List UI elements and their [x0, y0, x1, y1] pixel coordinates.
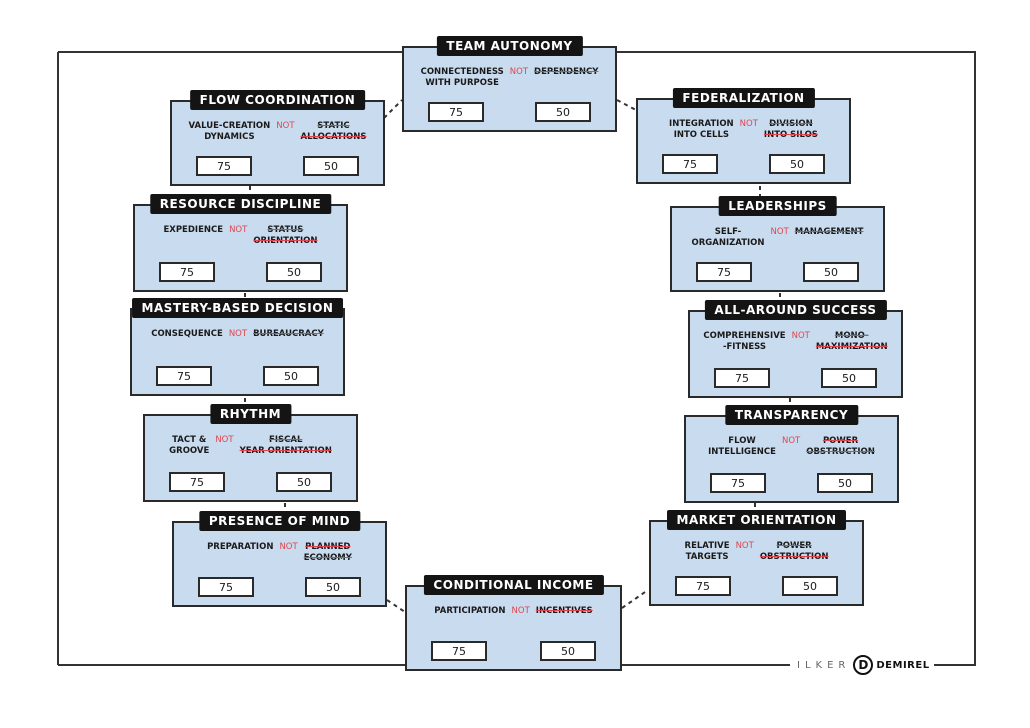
card-title: TEAM AUTONOMY — [436, 36, 583, 56]
card-title: TRANSPARENCY — [724, 405, 859, 425]
left-term: CONNECTEDNESS WITH PURPOSE — [420, 67, 504, 88]
score-box-right[interactable]: 50 — [303, 156, 359, 176]
card-title: PRESENCE OF MIND — [198, 511, 361, 531]
score-box-left[interactable]: 75 — [714, 368, 770, 388]
card-title: ALL-AROUND SUCCESS — [704, 300, 887, 320]
card-transparency: TRANSPARENCY FLOW INTELLIGENCE NOT POWER… — [684, 405, 899, 503]
right-term-struck: DEPENDENCY — [534, 67, 599, 77]
score-box-left[interactable]: 75 — [169, 472, 225, 492]
score-box-left[interactable]: 75 — [662, 154, 718, 174]
not-word: NOT — [791, 331, 810, 341]
right-term-struck: INCENTIVES — [535, 606, 593, 616]
card-title: CONDITIONAL INCOME — [423, 575, 604, 595]
card-title: RESOURCE DISCIPLINE — [149, 194, 332, 214]
not-word: NOT — [229, 225, 248, 235]
score-box-right[interactable]: 50 — [782, 576, 838, 596]
not-word: NOT — [276, 121, 295, 131]
card-conditional-income: CONDITIONAL INCOME PARTICIPATION NOT INC… — [405, 575, 622, 671]
card-rhythm: RHYTHM TACT & GROOVE NOT FISCAL YEAR ORI… — [143, 404, 358, 502]
not-word: NOT — [511, 606, 530, 616]
not-word: NOT — [279, 542, 298, 552]
left-term: COMPREHENSIVE -FITNESS — [703, 331, 786, 352]
card-title: RHYTHM — [209, 404, 292, 424]
not-word: NOT — [509, 67, 529, 77]
score-box-right[interactable]: 50 — [803, 262, 859, 282]
score-box-left[interactable]: 75 — [428, 102, 484, 122]
score-box-right[interactable]: 50 — [821, 368, 877, 388]
left-term: CONSEQUENCE — [151, 329, 223, 339]
card-market-orientation: MARKET ORIENTATION RELATIVE TARGETS NOT … — [649, 510, 864, 606]
card-flow-coordination: FLOW COORDINATION VALUE-CREATION DYNAMIC… — [170, 90, 385, 186]
right-term-struck: POWER OBSTRUCTION — [806, 436, 875, 457]
left-term: RELATIVE TARGETS — [684, 541, 730, 562]
score-box-left[interactable]: 75 — [431, 641, 487, 661]
card-presence-of-mind: PRESENCE OF MIND PREPARATION NOT PLANNED… — [172, 511, 387, 607]
card-title: MASTERY-BASED DECISION — [131, 298, 344, 318]
logo-last-name: DEMIREL — [876, 659, 930, 671]
left-term: INTEGRATION INTO CELLS — [669, 119, 734, 140]
score-box-right[interactable]: 50 — [817, 473, 873, 493]
score-box-left[interactable]: 75 — [159, 262, 215, 282]
card-all-around-success: ALL-AROUND SUCCESS COMPREHENSIVE -FITNES… — [688, 300, 903, 398]
score-box-right[interactable]: 50 — [266, 262, 322, 282]
right-term-struck: STATUS ORIENTATION — [253, 225, 318, 246]
left-term: VALUE-CREATION DYNAMICS — [188, 121, 271, 142]
score-box-left[interactable]: 75 — [675, 576, 731, 596]
score-box-right[interactable]: 50 — [535, 102, 591, 122]
score-box-left[interactable]: 75 — [198, 577, 254, 597]
score-box-right[interactable]: 50 — [263, 366, 319, 386]
score-box-right[interactable]: 50 — [540, 641, 596, 661]
not-word: NOT — [739, 119, 758, 129]
card-title: FLOW COORDINATION — [189, 90, 366, 110]
author-logo: ILKER D DEMIREL — [793, 655, 934, 675]
right-term-struck: MANAGEMENT — [794, 227, 864, 237]
not-word: NOT — [735, 541, 754, 551]
left-term: TACT & GROOVE — [169, 435, 210, 456]
score-box-right[interactable]: 50 — [305, 577, 361, 597]
right-term-struck: PLANNED ECONOMY — [303, 542, 352, 563]
right-term-struck: MONO- MAXIMIZATION — [815, 331, 888, 352]
right-term-struck: DIVISION INTO SILOS — [763, 119, 818, 140]
right-term-struck: BUREAUCRACY — [253, 329, 324, 339]
card-team-autonomy: TEAM AUTONOMY CONNECTEDNESS WITH PURPOSE… — [402, 36, 617, 132]
right-term-struck: STATIC ALLOCATIONS — [300, 121, 367, 142]
logo-first-name: ILKER — [797, 659, 851, 671]
logo-mark-icon: D — [853, 655, 874, 675]
right-term-struck: FISCAL YEAR ORIENTATION — [239, 435, 332, 456]
left-term: SELF- ORGANIZATION — [691, 227, 765, 248]
left-term: FLOW INTELLIGENCE — [708, 436, 776, 457]
score-box-left[interactable]: 75 — [696, 262, 752, 282]
card-title: FEDERALIZATION — [672, 88, 815, 108]
score-box-left[interactable]: 75 — [156, 366, 212, 386]
not-word: NOT — [770, 227, 789, 237]
card-mastery-based-decision: MASTERY-BASED DECISION CONSEQUENCE NOT B… — [130, 298, 345, 396]
card-title: MARKET ORIENTATION — [666, 510, 847, 530]
score-box-left[interactable]: 75 — [710, 473, 766, 493]
left-term: PARTICIPATION — [434, 606, 506, 616]
left-term: PREPARATION — [207, 542, 274, 552]
card-leaderships: LEADERSHIPS SELF- ORGANIZATION NOT MANAG… — [670, 196, 885, 292]
card-federalization: FEDERALIZATION INTEGRATION INTO CELLS NO… — [636, 88, 851, 184]
not-word: NOT — [215, 435, 234, 445]
not-word: NOT — [228, 329, 248, 339]
card-resource-discipline: RESOURCE DISCIPLINE EXPEDIENCE NOT STATU… — [133, 194, 348, 292]
score-box-right[interactable]: 50 — [769, 154, 825, 174]
left-term: EXPEDIENCE — [163, 225, 224, 235]
score-box-right[interactable]: 50 — [276, 472, 332, 492]
right-term-struck: POWER OBSTRUCTION — [759, 541, 829, 562]
not-word: NOT — [781, 436, 801, 446]
score-box-left[interactable]: 75 — [196, 156, 252, 176]
card-title: LEADERSHIPS — [718, 196, 837, 216]
